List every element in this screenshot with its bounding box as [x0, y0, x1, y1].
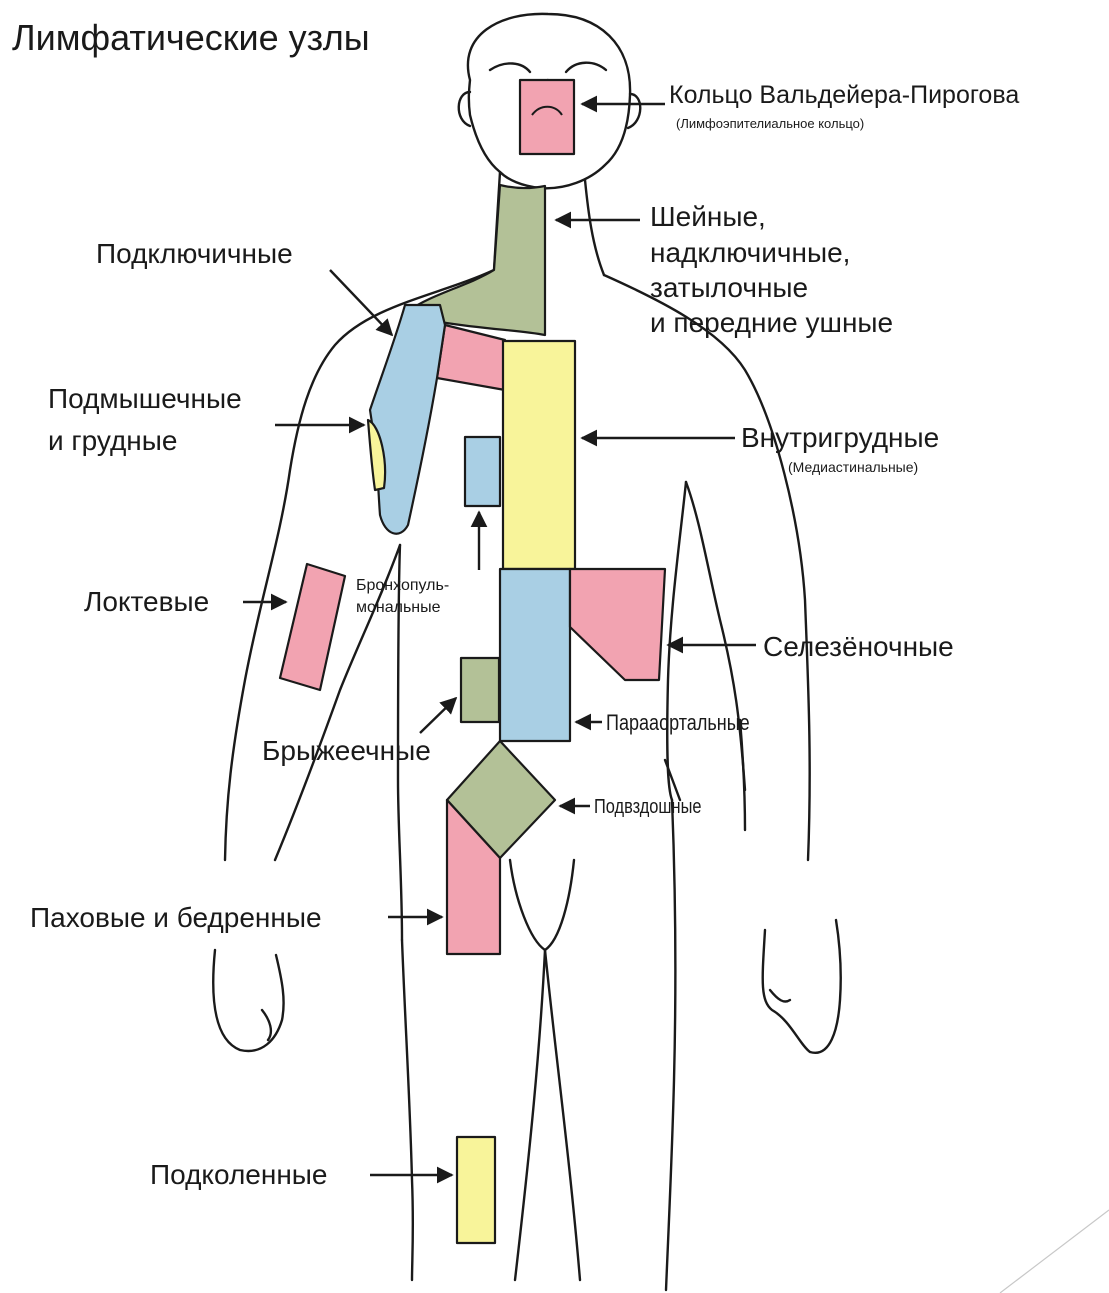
- label-cervical-2: надключичные,: [650, 237, 850, 268]
- label-popliteal: Подколенные: [150, 1159, 327, 1190]
- waist-line-right-2: [740, 720, 745, 830]
- eye-right: [566, 63, 606, 72]
- right-hand: [763, 920, 841, 1053]
- region-waldeyer-ring: [520, 80, 574, 154]
- label-mesenteric: Брыжеечные: [262, 735, 431, 766]
- arrow-mesenteric: [420, 698, 456, 733]
- region-axillary: [370, 305, 445, 534]
- torso-right-side: [667, 482, 686, 800]
- label-ring-sub: (Лимфоэпителиальное кольцо): [676, 116, 864, 131]
- lymph-regions: [280, 80, 665, 1243]
- eye-left: [490, 63, 530, 72]
- diagram-title: Лимфатические узлы: [12, 17, 370, 58]
- label-cubital: Локтевые: [84, 586, 209, 617]
- right-leg-inner: [545, 950, 580, 1280]
- label-axillary-1: Подмышечные: [48, 383, 242, 414]
- label-paraaortic: Парааортальные: [606, 711, 750, 735]
- right-arm-inner: [686, 482, 745, 790]
- left-leg-inner: [515, 950, 545, 1280]
- label-cervical-3: затылочные: [650, 272, 808, 303]
- region-splenic: [570, 569, 665, 680]
- label-bronchopulmonary-1: Бронхопуль-: [356, 577, 449, 594]
- right-leg-outer: [666, 800, 675, 1290]
- label-cervical-1: Шейные,: [650, 201, 766, 232]
- region-intrathoracic: [503, 341, 575, 569]
- region-mesenteric: [461, 658, 499, 722]
- crotch: [510, 860, 574, 950]
- label-axillary-2: и грудные: [48, 425, 177, 456]
- label-cervical-4: и передние ушные: [650, 307, 893, 338]
- region-subclavian: [437, 325, 505, 390]
- right-thumb: [770, 990, 790, 1002]
- region-paraaortic: [500, 569, 570, 741]
- corner-decoration: [1000, 1210, 1109, 1293]
- label-intrathoracic-sub: (Медиастинальные): [788, 459, 918, 475]
- left-thumb: [262, 1010, 271, 1040]
- left-leg-outer: [402, 940, 413, 1280]
- arrow-subclavian: [330, 270, 392, 335]
- label-splenic: Селезёночные: [763, 631, 954, 662]
- region-bronchopulmonary: [465, 437, 500, 506]
- label-bronchopulmonary-2: мональные: [356, 599, 441, 616]
- label-intrathoracic: Внутригрудные: [741, 422, 939, 453]
- region-popliteal: [457, 1137, 495, 1243]
- label-inguinal: Паховые и бедренные: [30, 902, 322, 933]
- region-cubital: [280, 564, 345, 690]
- label-iliac: Подвздошные: [594, 794, 701, 817]
- left-hand: [213, 950, 283, 1051]
- label-ring: Кольцо Вальдейера-Пирогова: [669, 81, 1019, 109]
- label-subclavian: Подключичные: [96, 238, 293, 269]
- right-shoulder-arm-outer: [604, 275, 810, 860]
- neck-right: [585, 180, 604, 275]
